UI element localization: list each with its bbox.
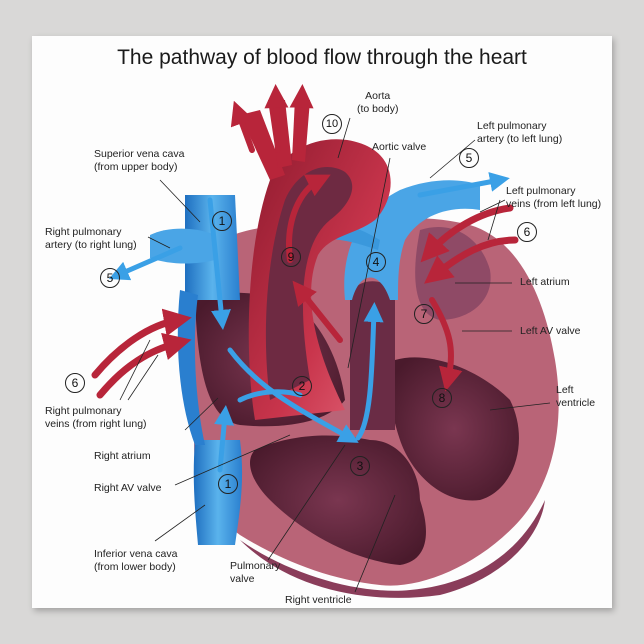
label-right-atrium: Right atrium [94,450,151,462]
step-number-1-svc: 1 [212,211,232,231]
label-right-ventricle: Right ventricle [285,594,352,606]
diagram-title: The pathway of blood flow through the he… [117,46,527,69]
step-number-3: 3 [350,456,370,476]
step-number-7: 7 [414,304,434,324]
leader-lines [119,117,551,593]
step-number-6-right: 6 [65,373,85,393]
step-number-5-left: 5 [459,148,479,168]
step-number-2: 2 [292,376,312,396]
right-pulmonary-veins [91,308,192,399]
left-ventricle-chamber [389,357,519,501]
label-aortic-valve: Aortic valve [372,141,427,153]
diagram-poster: The pathway of blood flow through the he… [32,36,612,608]
label-left-atrium: Left atrium [520,276,570,288]
step-number-4: 4 [366,252,386,272]
inferior-vena-cava [193,440,243,545]
step-number-1-ivc: 1 [218,474,238,494]
label-aorta: Aorta(to body) [357,90,399,115]
heart-illustration [91,84,559,598]
step-number-5-right: 5 [100,268,120,288]
step-number-8: 8 [432,388,452,408]
oxygenated-flow-arrows [230,84,463,392]
step-number-10: 10 [322,114,342,134]
label-right-av-valve: Right AV valve [94,482,162,494]
step-number-6-left: 6 [517,222,537,242]
right-ventricle-chamber [250,435,426,565]
label-left-av-valve: Left AV valve [520,325,581,337]
label-inferior-vena-cava: Inferior vena cava(from lower body) [94,548,178,573]
label-superior-vena-cava: Superior vena cava(from upper body) [94,148,185,173]
left-pulmonary-veins [420,204,519,284]
step-number-9: 9 [281,247,301,267]
